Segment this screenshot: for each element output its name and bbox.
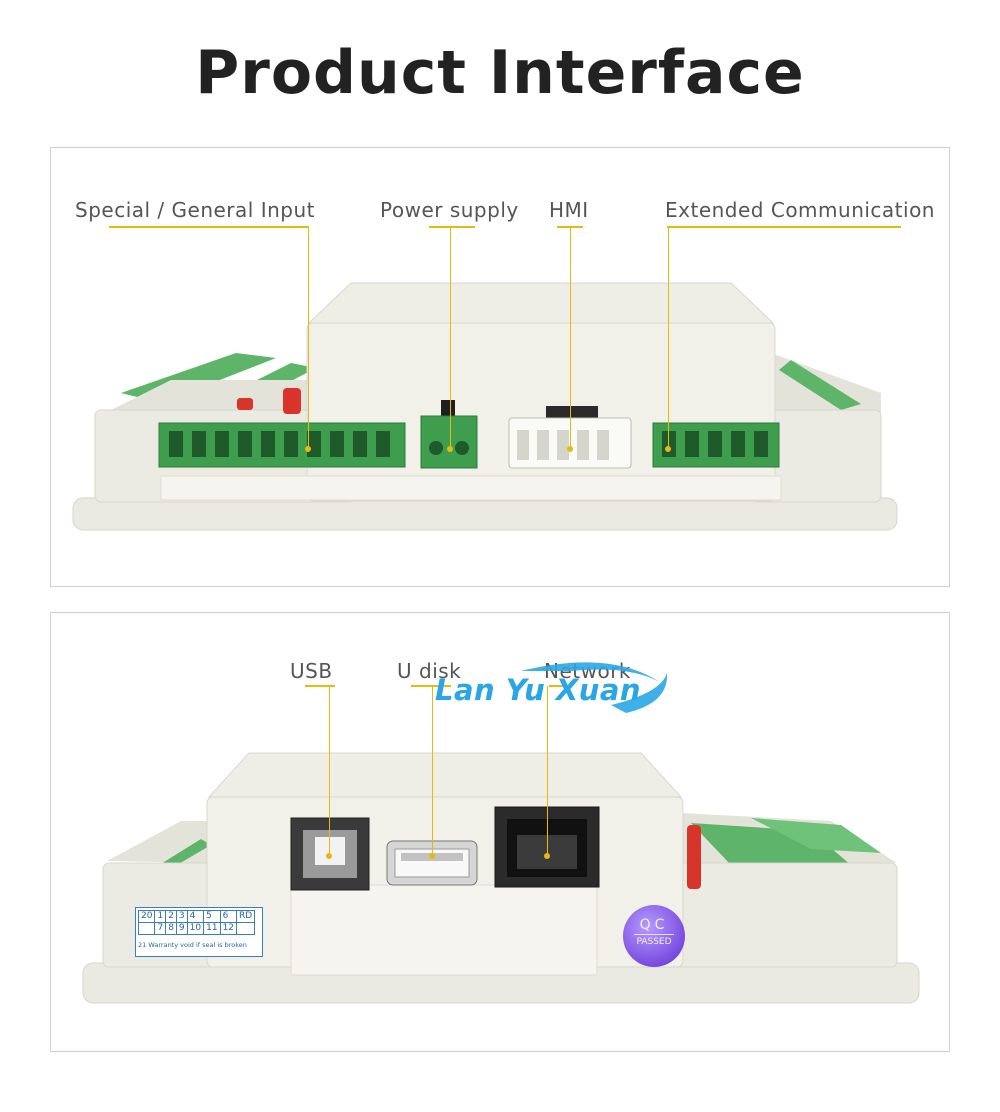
bottom-interface-panel: 20 1 2 3 4 5 6 RD 7 8 9 10 11 12 21 Warr… <box>50 612 950 1052</box>
controller-front-image <box>72 282 898 531</box>
label-underline <box>411 685 451 687</box>
label-extended-communication: Extended Communication <box>665 198 935 222</box>
label-underline <box>429 226 475 228</box>
qc-divider <box>634 934 674 935</box>
seal-cell: 12 <box>219 922 238 935</box>
seal-cell <box>137 922 156 935</box>
label-power-supply: Power supply <box>380 198 519 222</box>
seal-row-label: 21 <box>138 941 147 949</box>
label-u-disk: U disk <box>397 659 462 683</box>
leader-line <box>668 227 669 449</box>
label-special-general-input: Special / General Input <box>75 198 315 222</box>
leader-dot <box>429 853 435 859</box>
seal-cell: 20 <box>137 910 156 923</box>
leader-line <box>432 686 433 856</box>
lan-yu-xuan-watermark-logo: Lan Yu Xuan <box>435 673 642 707</box>
label-underline <box>305 685 335 687</box>
label-underline <box>549 685 571 687</box>
label-usb: USB <box>290 659 333 683</box>
leader-dot <box>305 446 311 452</box>
qc-text: QC <box>639 917 669 933</box>
seal-text: Warranty void if seal is broken <box>148 941 247 949</box>
label-underline <box>109 226 309 228</box>
qc-passed-text: PASSED <box>636 937 672 947</box>
leader-dot <box>326 853 332 859</box>
page-title: Product Interface <box>195 38 805 108</box>
warranty-seal-sticker: 20 1 2 3 4 5 6 RD 7 8 9 10 11 12 21 Warr… <box>135 907 263 957</box>
leader-dot <box>567 446 573 452</box>
leader-line <box>308 227 309 449</box>
leader-dot <box>447 446 453 452</box>
seal-cell <box>236 922 256 935</box>
seal-cell: 10 <box>186 922 205 935</box>
label-hmi: HMI <box>549 198 589 222</box>
leader-dot <box>665 446 671 452</box>
leader-line <box>450 227 451 449</box>
leader-line <box>329 686 330 856</box>
logo-wave-graphic <box>521 662 668 713</box>
leader-line <box>547 686 548 856</box>
qc-passed-badge: QC PASSED <box>623 905 685 967</box>
leader-line <box>570 227 571 449</box>
seal-warning-text: 21 Warranty void if seal is broken <box>138 941 247 949</box>
label-underline <box>667 226 901 228</box>
leader-dot <box>544 853 550 859</box>
top-interface-panel: Special / General Input Power supply HMI… <box>50 147 950 587</box>
